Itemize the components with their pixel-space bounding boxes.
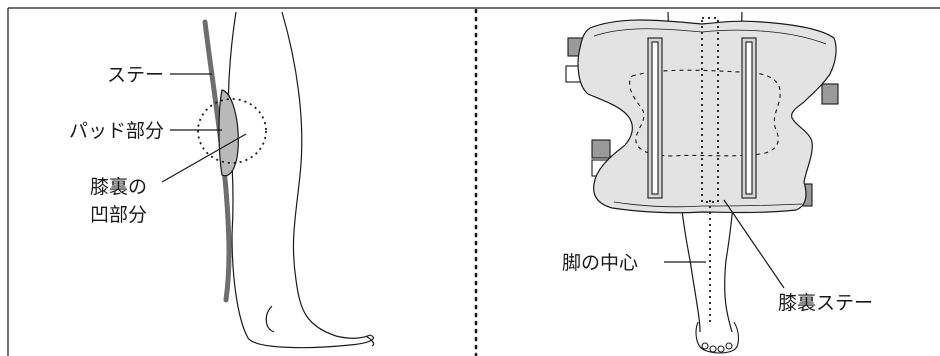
brace-inner-edge [593, 28, 827, 208]
knee-back-stay-outline [701, 17, 719, 203]
right-panel: 脚の中心 膝裏ステー [562, 11, 873, 354]
front-feet [695, 321, 740, 354]
left-panel: ステー パッド部分 膝裏の 凹部分 [69, 11, 375, 349]
leg-center-label: 脚の中心 [562, 252, 638, 274]
side-leg-illustration [227, 11, 375, 349]
pad-label: パッド部分 [69, 120, 164, 142]
brace-recess-outline [629, 69, 781, 157]
knee-back-label-line1: 膝裏の [90, 176, 147, 198]
right-leader-lines [664, 199, 785, 289]
stay-left-inner [651, 41, 659, 195]
knee-stay-label: 膝裏ステー [778, 292, 873, 314]
brace-stays [647, 37, 757, 199]
knee-recess-circle [197, 98, 267, 164]
stay-label: ステー [107, 64, 164, 86]
stay-right-inner [745, 41, 753, 195]
strap-tab-right-1 [821, 83, 839, 105]
strap-tab-left-3 [591, 139, 611, 159]
stay-bar [202, 19, 232, 303]
left-leader-lines [161, 73, 247, 183]
brace-body [577, 19, 837, 214]
frame-border [7, 7, 940, 356]
pad-shape [218, 89, 239, 177]
knee-back-label-line2: 凹部分 [90, 204, 147, 226]
